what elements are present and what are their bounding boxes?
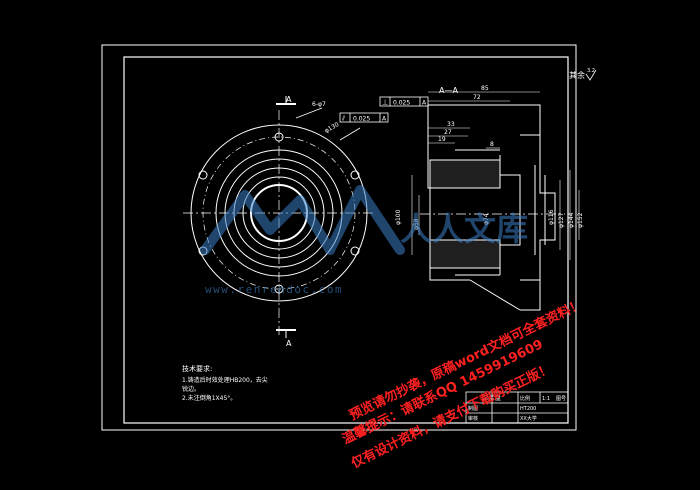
tb-scale-value: 1:1 bbox=[542, 396, 550, 402]
dim-phi144: φ144 bbox=[568, 212, 575, 228]
tol1-symbol: ⊥ bbox=[382, 99, 388, 107]
tolerance-frame-2 bbox=[339, 112, 389, 123]
tol1-value: 0.025 bbox=[393, 100, 410, 107]
dim-phi58: φ58 bbox=[413, 218, 420, 230]
watermark-url: www.renrendoc.com bbox=[205, 283, 343, 296]
roughness-label: 其余 bbox=[569, 70, 585, 80]
inner-frame bbox=[123, 56, 569, 424]
dim-19: 19 bbox=[438, 136, 446, 143]
dim-phi127: φ127 bbox=[558, 212, 565, 228]
dim-phi74: φ74 bbox=[483, 213, 490, 225]
tech-req-item-1: 1.铸造后时效处理HB200，去尖 bbox=[182, 376, 268, 384]
dim-27: 27 bbox=[444, 129, 452, 136]
tb-checker: 审核 bbox=[468, 415, 478, 422]
section-view bbox=[411, 91, 580, 311]
tech-req-item-3: 2.未注倒角1X45°。 bbox=[182, 394, 236, 402]
title-block bbox=[465, 391, 569, 424]
roughness-value: 3.2 bbox=[587, 68, 595, 74]
front-view bbox=[183, 96, 375, 338]
roughness-symbol bbox=[585, 69, 597, 81]
tol1-datum: A bbox=[422, 100, 427, 107]
dim-phi152: φ152 bbox=[577, 212, 584, 228]
dim-85: 85 bbox=[481, 85, 489, 92]
dim-72: 72 bbox=[473, 94, 481, 101]
tolerance-frame-1 bbox=[379, 96, 429, 107]
tol2-value: 0.025 bbox=[353, 116, 370, 123]
tol2-datum: A bbox=[382, 116, 387, 123]
tb-drawing-no: 图号 bbox=[556, 396, 566, 402]
watermark-logo bbox=[200, 185, 405, 255]
dim-pcd: φ130 bbox=[324, 121, 341, 135]
tb-material: HT200 bbox=[520, 406, 536, 412]
section-mark-bottom: A bbox=[286, 339, 292, 348]
dim-holes: 6-φ7 bbox=[312, 101, 326, 108]
tech-req-item-2: 锐边。 bbox=[182, 385, 200, 393]
tb-company: XX大学 bbox=[520, 415, 537, 422]
tol2-symbol: ⫽ bbox=[341, 115, 346, 123]
dim-33: 33 bbox=[447, 121, 455, 128]
section-title: A—A bbox=[439, 86, 458, 95]
dim-phi100: φ100 bbox=[395, 209, 402, 225]
watermark-logo-text: 人人文库 bbox=[400, 210, 528, 248]
dim-8: 8 bbox=[490, 141, 494, 148]
section-mark-top: A bbox=[286, 95, 292, 104]
dim-phi116: φ116 bbox=[548, 209, 555, 225]
outer-frame bbox=[101, 44, 577, 431]
tb-part-name: 法兰盘 bbox=[483, 394, 501, 402]
tb-designer: 制图 bbox=[468, 405, 478, 412]
tech-req-title: 技术要求: bbox=[182, 364, 212, 373]
tb-scale-label: 比例 bbox=[520, 395, 530, 402]
